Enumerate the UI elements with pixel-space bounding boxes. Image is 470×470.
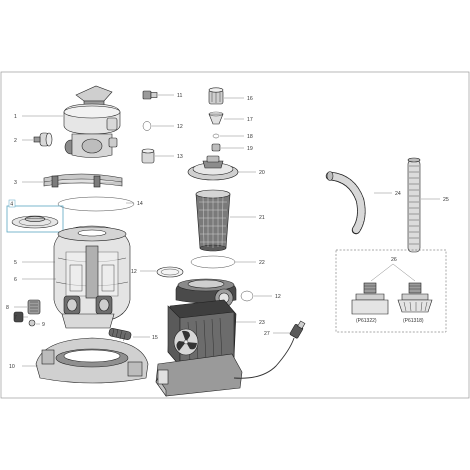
part-13-hose-nut[interactable]	[141, 148, 155, 164]
callout-17: 17	[247, 117, 253, 123]
fan-blade-icon	[176, 330, 197, 351]
callout-23: 23	[259, 320, 265, 326]
part-27-power-cord[interactable]	[233, 320, 306, 379]
part-20-strainer-lid[interactable]	[187, 155, 239, 181]
part-14-o-ring[interactable]	[57, 196, 135, 212]
part-3-tank-clamp[interactable]	[43, 173, 123, 188]
part-24-hose[interactable]	[325, 171, 366, 235]
callout-11: 11	[177, 93, 182, 99]
part-22-pump-o-ring[interactable]	[190, 255, 236, 269]
callout-12-a: 12	[177, 124, 183, 130]
part-code-right: (P61318)	[403, 318, 424, 324]
part-7-strainer[interactable]	[27, 299, 41, 315]
callout-1: 1	[14, 114, 17, 120]
callout-21: 21	[259, 215, 265, 221]
part-26-adaptor-a[interactable]	[351, 282, 389, 315]
callout-12-c: 12	[275, 294, 281, 300]
part-19-plug[interactable]	[211, 143, 221, 152]
callout-25: 25	[443, 197, 449, 203]
callout-22: 22	[259, 260, 265, 266]
callout-4-box	[8, 199, 16, 208]
callout-4: 4	[10, 202, 13, 208]
callout-27: 27	[264, 331, 270, 337]
part-11-air-release[interactable]	[142, 90, 158, 100]
callout-14: 14	[137, 201, 143, 207]
part-code-left: (P61322)	[356, 318, 377, 324]
part-10-tank-base[interactable]	[35, 337, 149, 384]
part-26-dashed-box	[335, 249, 447, 333]
callout-13: 13	[177, 154, 183, 160]
part-17-valve-cone[interactable]	[208, 111, 224, 125]
callout-19: 19	[247, 146, 253, 152]
callout-12-b: 12	[131, 269, 137, 275]
tank-bottom-fittings[interactable]	[61, 295, 115, 329]
callout-3: 3	[14, 180, 17, 186]
part-25-hose[interactable]	[407, 157, 421, 253]
pump-base-stand[interactable]	[155, 353, 243, 397]
callout-15: 15	[152, 335, 158, 341]
part-16-union-nut[interactable]	[208, 87, 224, 105]
diagram-frame	[0, 71, 470, 399]
callout-18: 18	[247, 134, 253, 140]
part-1-multiport-valve[interactable]	[63, 85, 121, 158]
part-12-o-ring-c[interactable]	[240, 290, 254, 302]
part-2-pressure-gauge[interactable]	[33, 132, 53, 147]
part-26-adaptor-b[interactable]	[397, 282, 433, 313]
callout-7: 7	[14, 315, 17, 321]
part-4-diffuser-plate[interactable]	[11, 215, 59, 229]
part-12-o-ring-a[interactable]	[142, 121, 152, 131]
part-23-pump-motor[interactable]	[167, 278, 237, 367]
callout-26: 26	[391, 257, 397, 263]
callout-10: 10	[9, 364, 15, 370]
part-15-adaptor[interactable]	[108, 328, 132, 341]
callout-16: 16	[247, 96, 253, 102]
part-9-drain-cap[interactable]	[28, 319, 36, 327]
part-21-strainer-basket[interactable]	[195, 189, 231, 252]
callout-2: 2	[14, 138, 17, 144]
callout-5: 5	[14, 260, 17, 266]
callout-6: 6	[14, 277, 17, 283]
callout-9: 9	[42, 322, 45, 328]
callout-24: 24	[395, 191, 401, 197]
callout-20: 20	[259, 170, 265, 176]
part-4-highlight-box	[6, 205, 64, 233]
callout-8: 8	[6, 305, 9, 311]
part-18-small-o-ring[interactable]	[212, 133, 220, 139]
